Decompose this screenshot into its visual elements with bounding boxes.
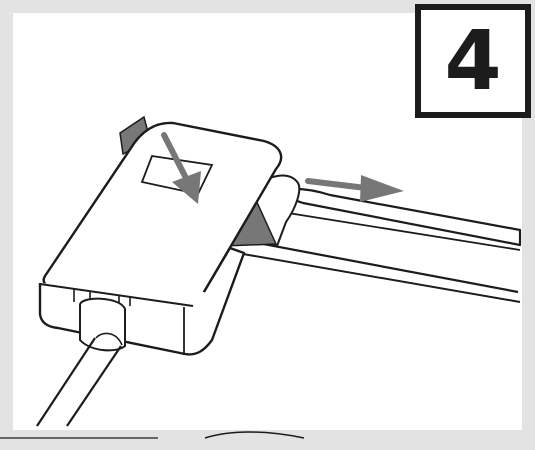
step-number: 4	[444, 14, 502, 109]
step-badge: 4	[415, 4, 531, 118]
arrow-right-icon	[305, 175, 404, 202]
arrow-down-right-icon	[161, 132, 201, 204]
bottom-contour	[204, 431, 305, 439]
sensor-device	[36, 121, 283, 427]
